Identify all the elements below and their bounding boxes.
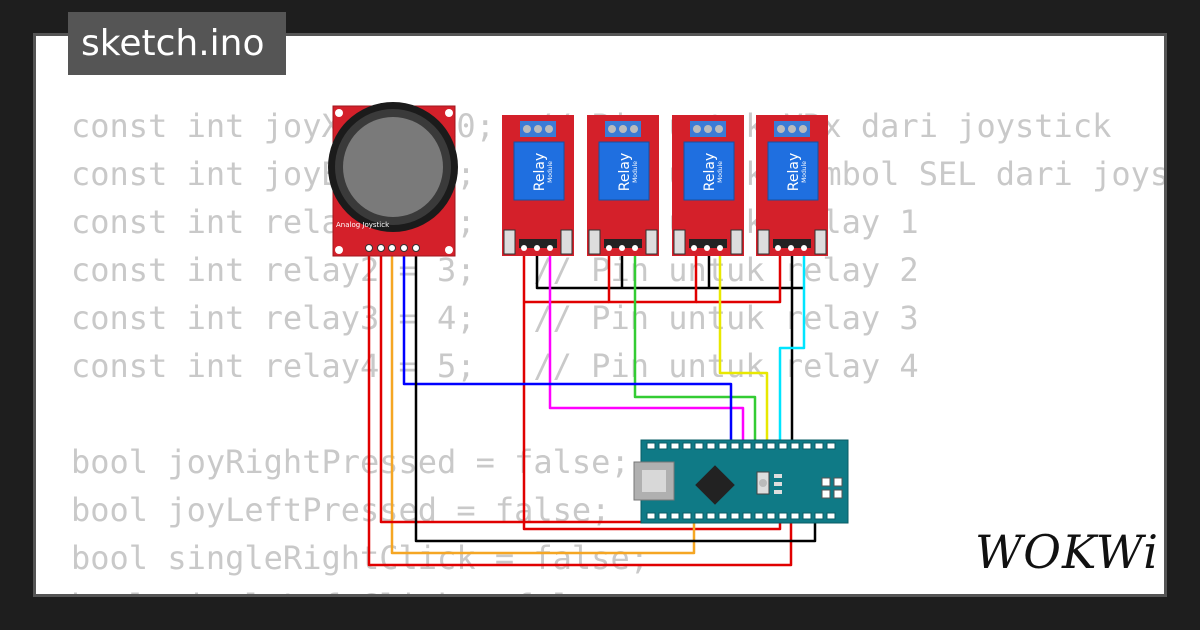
relay-subtitle: Module: [632, 161, 639, 183]
joystick-knob: [343, 117, 443, 217]
wire-joy-horz: [379, 248, 706, 524]
relay-subtitle: Module: [801, 161, 808, 183]
code-line: const int relay2 = 3; // Pin untuk relay…: [71, 251, 919, 289]
arduino-nano[interactable]: [633, 439, 849, 524]
relay-title: Relay: [786, 153, 802, 191]
file-tab[interactable]: sketch.ino: [68, 12, 286, 75]
wire-relay3-in: [718, 248, 769, 446]
wire-joy-vert: [390, 248, 696, 555]
wire-joy-gnd: [414, 248, 817, 543]
code-line: const int relay3 = 4; // Pin untuk relay…: [71, 299, 919, 337]
relay-module-2[interactable]: Relay Module: [587, 115, 659, 256]
code-line: bool singleLeftClick = false;: [71, 582, 1164, 594]
wire-joy-sel: [402, 248, 733, 446]
microcontroller-chip: [695, 465, 735, 505]
wire-relay1-in: [548, 248, 745, 446]
relay-subtitle: Module: [717, 161, 724, 183]
wire-vcc: [696, 248, 782, 304]
wire-relay2-in: [633, 248, 757, 446]
wokwi-logo[interactable]: WOKWi: [975, 525, 1159, 579]
relay-module-1[interactable]: Relay Module: [502, 115, 574, 256]
relay-module-3[interactable]: Relay Module: [672, 115, 744, 256]
relay-title: Relay: [532, 153, 548, 191]
relay-modules: Relay Module Relay Module Relay Module: [502, 115, 828, 256]
joystick-label: Analog Joystick: [336, 221, 390, 229]
code-line: bool singleRightClick = false;: [71, 539, 649, 577]
relay-module-4[interactable]: Relay Module: [756, 115, 828, 256]
code-line: bool joyRightPressed = false;: [71, 443, 630, 481]
relay-title: Relay: [702, 153, 718, 191]
relay-title: Relay: [617, 153, 633, 191]
wires: [367, 248, 817, 567]
relay-subtitle: Module: [547, 161, 554, 183]
code-line: const int relay4 = 5; // Pin untuk relay…: [71, 347, 919, 385]
wire-relay4-in: [778, 248, 806, 446]
joystick-pins: [365, 244, 420, 252]
usb-connector-icon: [633, 461, 675, 501]
nano-bottom-pins: [646, 512, 836, 520]
wire-ground-bus: [535, 248, 805, 290]
joystick-module[interactable]: Analog Joystick: [328, 102, 458, 257]
wire-vcc: [607, 248, 698, 304]
nano-top-pins: [646, 442, 836, 450]
